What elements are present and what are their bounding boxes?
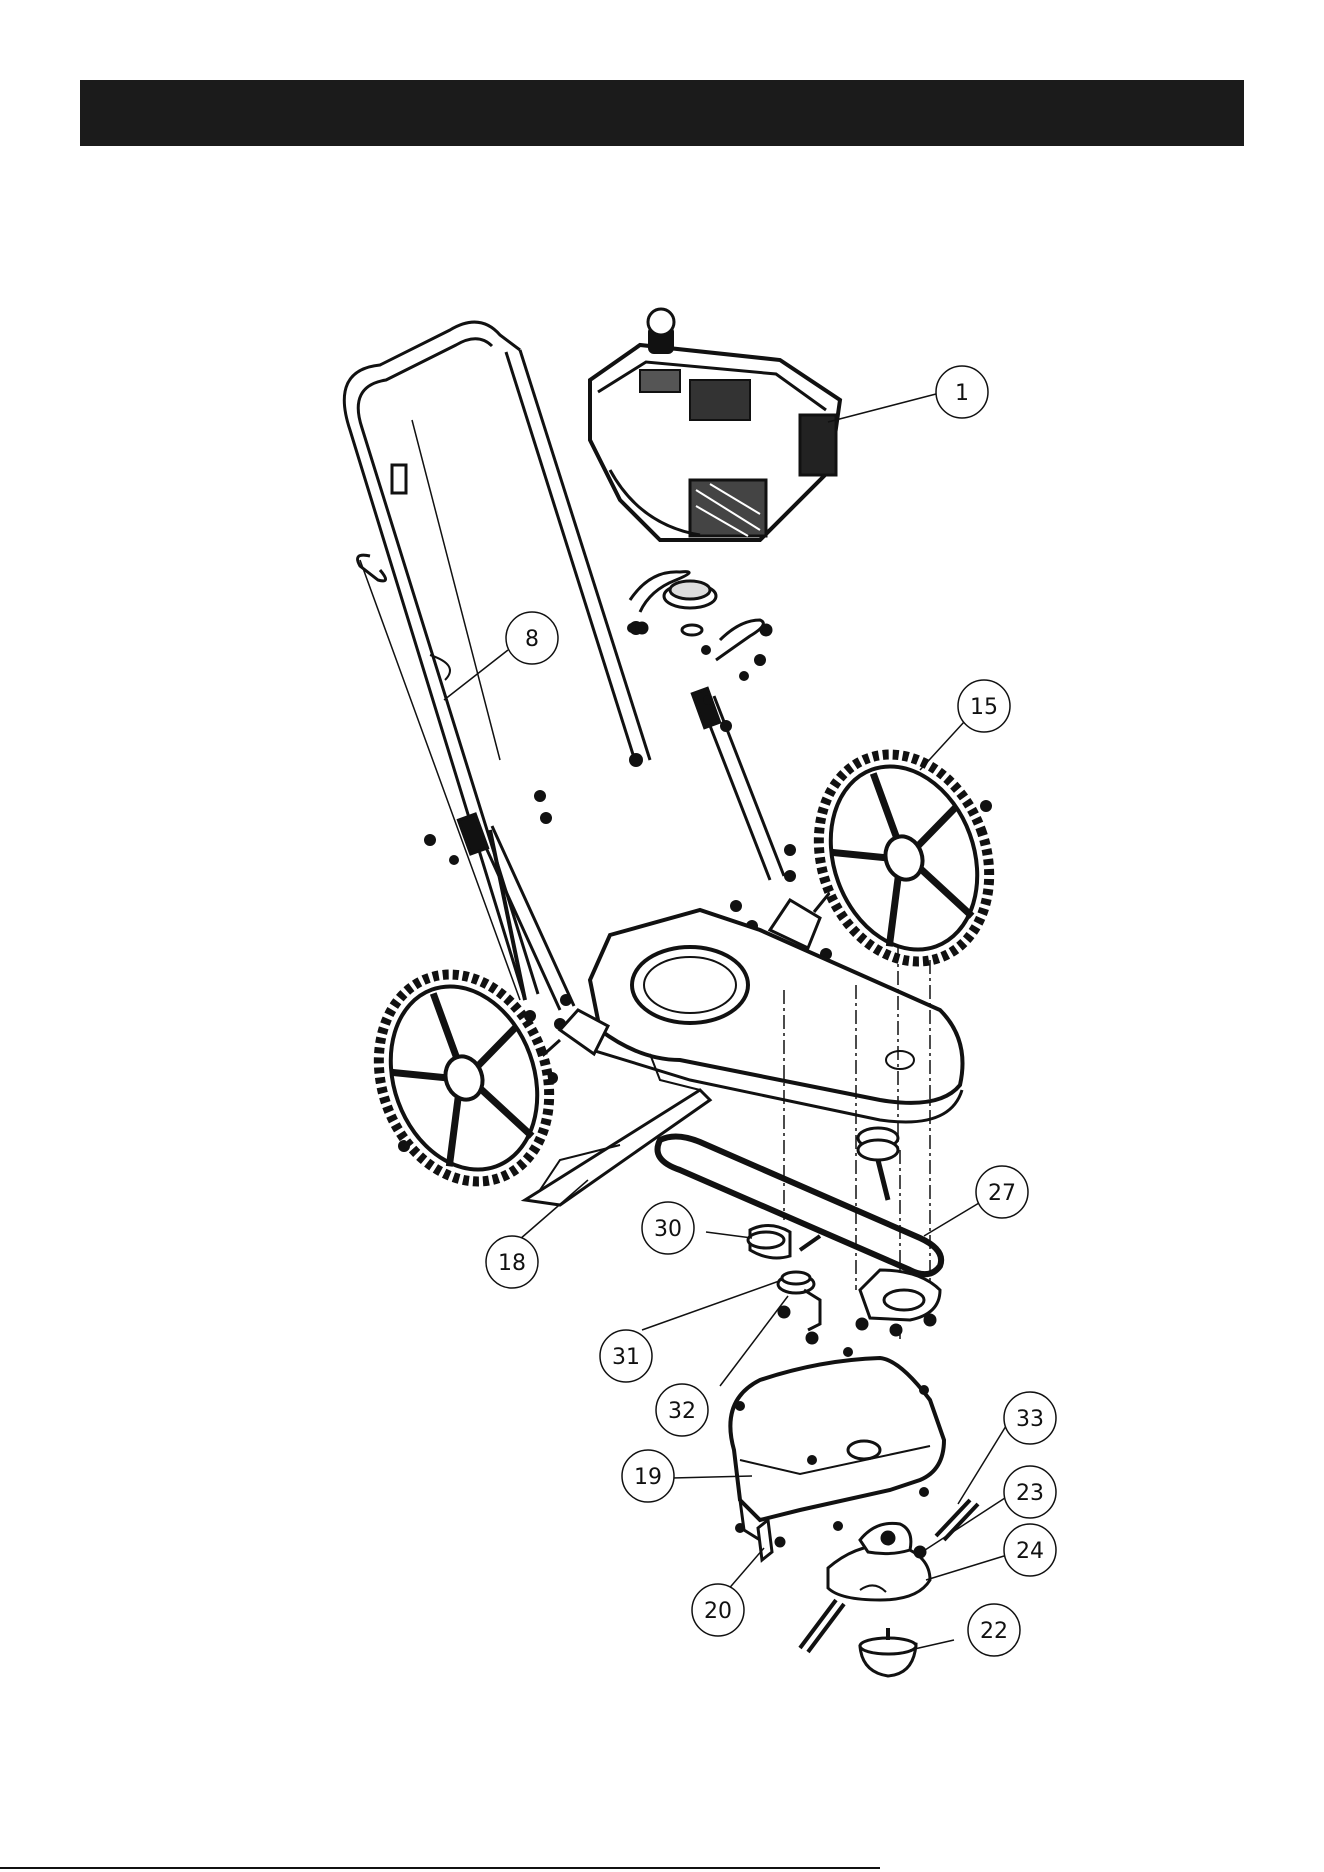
- callout-27: 27: [976, 1166, 1028, 1218]
- drive-belt: [658, 1136, 942, 1274]
- left-wheel: [351, 950, 578, 1205]
- callout-19: 19: [622, 1450, 674, 1502]
- callout-8: 8: [506, 612, 558, 664]
- svg-text:15: 15: [970, 695, 998, 720]
- svg-text:18: 18: [498, 1251, 526, 1276]
- callout-23: 23: [1004, 1466, 1056, 1518]
- svg-text:8: 8: [525, 627, 539, 652]
- svg-text:1: 1: [955, 381, 969, 406]
- svg-text:19: 19: [634, 1465, 662, 1490]
- callout-33: 33: [1004, 1392, 1056, 1444]
- callout-15: 15: [958, 680, 1010, 732]
- svg-text:23: 23: [1016, 1481, 1044, 1506]
- trimmer-cup: [860, 1628, 916, 1676]
- svg-text:27: 27: [988, 1181, 1016, 1206]
- trimmer-head: [828, 1523, 930, 1600]
- callout-22: 22: [968, 1604, 1020, 1656]
- lower-guard: [730, 1347, 944, 1540]
- guard-bracket: [758, 1520, 784, 1560]
- callout-24: 24: [1004, 1524, 1056, 1576]
- svg-text:20: 20: [704, 1599, 732, 1624]
- right-wheel: [791, 730, 1018, 985]
- svg-text:24: 24: [1016, 1539, 1044, 1564]
- deflector-flap: [525, 1090, 710, 1205]
- callout-31: 31: [600, 1330, 652, 1382]
- callout-32: 32: [656, 1384, 708, 1436]
- callout-30: 30: [642, 1202, 694, 1254]
- hook-clip: [358, 555, 386, 581]
- spindle-housing: [857, 1270, 940, 1335]
- svg-text:30: 30: [654, 1217, 682, 1242]
- callout-1: 1: [936, 366, 988, 418]
- idler-assembly: [748, 1225, 820, 1343]
- crank-pulley-assembly: [630, 572, 771, 660]
- svg-text:31: 31: [612, 1345, 640, 1370]
- engine: [590, 309, 840, 540]
- callout-18: 18: [486, 1236, 538, 1288]
- spindle-pulley: [858, 1128, 898, 1200]
- callout-20: 20: [692, 1584, 744, 1636]
- svg-text:33: 33: [1016, 1407, 1044, 1432]
- svg-text:32: 32: [668, 1399, 696, 1424]
- svg-text:22: 22: [980, 1619, 1008, 1644]
